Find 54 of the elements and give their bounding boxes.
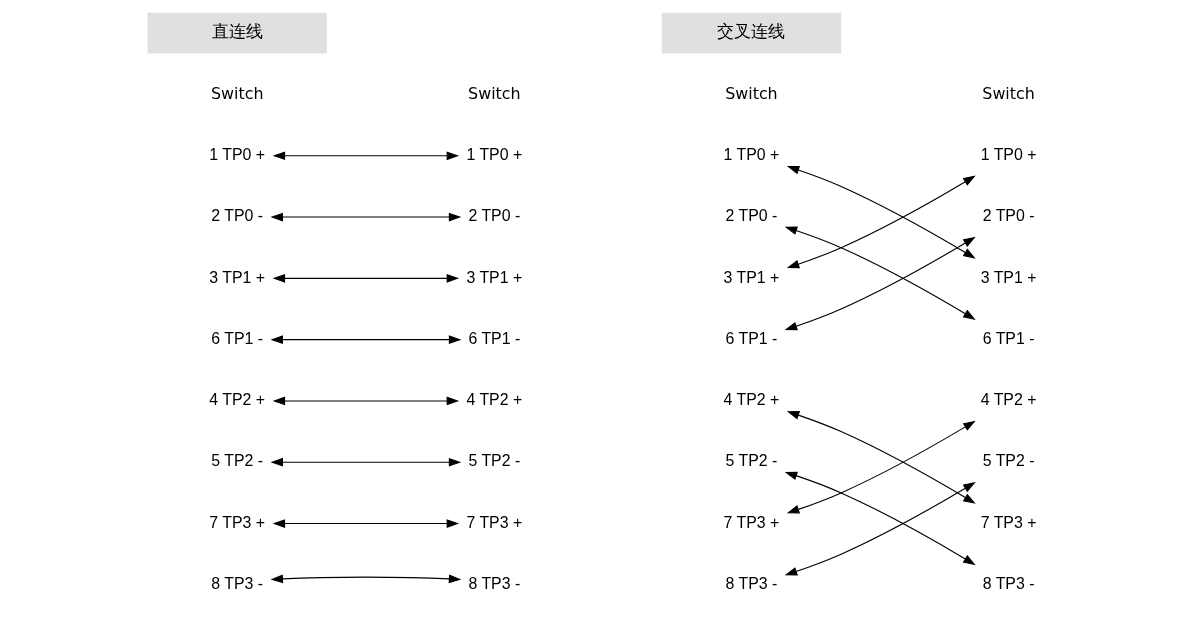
arrow [272, 273, 460, 283]
node-text: 5 TP2 - [211, 452, 264, 470]
arrow [784, 481, 976, 576]
node-text: 8 TP3 - [725, 575, 778, 593]
arrow [270, 574, 462, 584]
arrow [270, 457, 462, 467]
arrow [786, 175, 976, 269]
node-text: 1 TP0 + [209, 145, 266, 163]
node-text: 2 TP0 - [468, 207, 521, 225]
arrow [786, 420, 976, 514]
node-text: 1 TP0 + [466, 145, 523, 163]
arrow [786, 165, 976, 259]
arrow [784, 471, 976, 566]
node-text: 7 TP3 + [209, 513, 266, 531]
node-text: 3 TP1 + [466, 268, 523, 286]
node-text: 3 TP1 + [723, 268, 780, 286]
arrow [272, 396, 460, 406]
arrow [786, 411, 976, 504]
node-text: 5 TP2 - [468, 452, 521, 470]
node-text: 8 TP3 - [982, 575, 1035, 593]
arrow [270, 212, 462, 222]
node-text: 7 TP3 + [980, 513, 1037, 531]
node-text: 2 TP0 - [982, 207, 1035, 225]
node-text: 4 TP2 + [723, 391, 780, 409]
arrow [784, 226, 976, 320]
node-text: 4 TP2 + [980, 391, 1037, 409]
arrow [784, 236, 976, 331]
arrow [272, 519, 460, 528]
node-text: 2 TP0 - [211, 207, 264, 225]
label: Switch [725, 83, 778, 103]
node-text: 8 TP3 - [468, 575, 521, 593]
arrow [272, 151, 460, 161]
label: 交叉连线 [717, 21, 786, 42]
node-text: 1 TP0 + [980, 145, 1037, 163]
node-text: 7 TP3 + [466, 513, 523, 531]
label: Switch [982, 83, 1035, 103]
label: 直连线 [211, 21, 263, 42]
node-text: 5 TP2 - [725, 452, 778, 470]
node-text: 5 TP2 - [982, 452, 1035, 470]
node-text: 1 TP0 + [723, 145, 780, 163]
node-text: 6 TP1 - [982, 329, 1035, 347]
node-text: 3 TP1 + [980, 268, 1037, 286]
label: Switch [210, 83, 264, 103]
node-text: 4 TP2 + [209, 391, 266, 409]
node-text: 8 TP3 - [211, 575, 264, 593]
node-text: 7 TP3 + [723, 513, 780, 531]
node-text: 6 TP1 - [211, 329, 264, 347]
label: Switch [468, 83, 521, 103]
node-text: 6 TP1 - [468, 329, 521, 347]
node-text: 3 TP1 + [209, 268, 266, 286]
node-text: 6 TP1 - [725, 329, 778, 347]
node-text: 2 TP0 - [725, 207, 778, 225]
arrow [270, 335, 462, 345]
node-text: 4 TP2 + [466, 391, 523, 409]
